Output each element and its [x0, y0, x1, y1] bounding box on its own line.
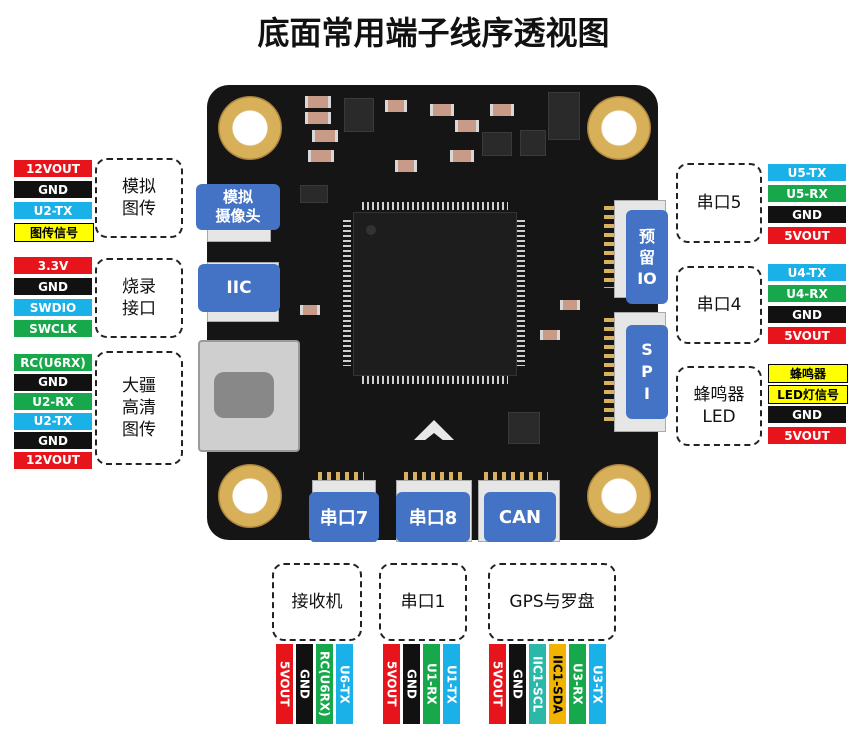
connector-pins — [604, 318, 614, 426]
mcu-pins-bottom — [362, 376, 508, 384]
mcu-pins-top — [362, 202, 508, 210]
label-analog-camera: 模拟 摄像头 — [196, 184, 280, 230]
label-iic: IIC — [198, 264, 280, 312]
usb-slot — [214, 372, 274, 418]
pin-tag-dji_hd: U2-RX — [14, 393, 92, 410]
label-can: CAN — [484, 492, 556, 542]
pin-tag-dji_hd: U2-TX — [14, 412, 92, 430]
pin-tag-uart4: U4-RX — [768, 285, 846, 302]
pin-tag-flash: 3.3V — [14, 257, 92, 274]
smd-component — [395, 160, 417, 172]
pin-tag-buzzer: LED灯信号 — [768, 385, 848, 404]
mount-hole-bottom-right — [587, 464, 651, 528]
pin-tag-dji_hd: GND — [14, 373, 92, 391]
pin-tag-receiver: 5VOUT — [276, 644, 293, 724]
pin-tag-uart5: GND — [768, 206, 846, 223]
mcu-chip — [353, 212, 517, 376]
pin-tag-analog_vtx: GND — [14, 181, 92, 198]
connector-pins — [484, 472, 548, 482]
pin-tag-dji_hd: GND — [14, 432, 92, 449]
smd-component — [308, 150, 334, 162]
pin-tag-analog_vtx: U2-TX — [14, 202, 92, 219]
mcu-pins-left — [343, 220, 351, 366]
mount-hole-bottom-left — [218, 464, 282, 528]
smd-component — [560, 300, 580, 310]
pin-tag-analog_vtx: 图传信号 — [14, 223, 94, 242]
small-chip — [482, 132, 512, 156]
pin-tag-uart1: U1-TX — [443, 644, 460, 724]
group-gps-compass: GPS与罗盘 — [488, 563, 616, 641]
pin-tag-dji_hd: 12VOUT — [14, 451, 92, 469]
pin-tag-gps: U3-TX — [589, 644, 606, 724]
pin-tag-uart1: 5VOUT — [383, 644, 400, 724]
smd-component — [455, 120, 479, 132]
pin-tag-uart5: U5-TX — [768, 164, 846, 181]
connector-pins — [604, 206, 614, 288]
page-title: 底面常用端子线序透视图 — [257, 14, 610, 52]
small-chip — [548, 92, 580, 140]
pin-tag-gps: GND — [509, 644, 526, 724]
group-analog-vtx: 模拟 图传 — [95, 158, 183, 238]
pin-tag-uart5: U5-RX — [768, 185, 846, 202]
pin-tag-flash: SWCLK — [14, 320, 92, 337]
usb-c-port — [198, 340, 300, 452]
label-uart7: 串口7 — [309, 492, 379, 542]
smd-component — [490, 104, 514, 116]
small-chip — [508, 412, 540, 444]
mcu-pin1-dot — [366, 225, 376, 235]
small-chip — [520, 130, 546, 156]
pin-tag-uart5: 5VOUT — [768, 227, 846, 244]
group-uart5: 串口5 — [676, 163, 762, 243]
mount-hole-top-left — [218, 96, 282, 160]
smd-component — [540, 330, 560, 340]
group-uart1: 串口1 — [379, 563, 467, 641]
pin-tag-uart1: U1-RX — [423, 644, 440, 724]
smd-component — [305, 96, 331, 108]
connector-pins — [404, 472, 464, 482]
pin-tag-flash: SWDIO — [14, 299, 92, 316]
group-uart4: 串口4 — [676, 266, 762, 344]
group-receiver: 接收机 — [272, 563, 362, 641]
small-chip — [344, 98, 374, 132]
pin-tag-gps: IIC1-SCL — [529, 644, 546, 724]
pin-tag-uart4: U4-TX — [768, 264, 846, 281]
pin-tag-gps: U3-RX — [569, 644, 586, 724]
pin-tag-receiver: U6-TX — [336, 644, 353, 724]
smd-component — [430, 104, 454, 116]
smd-component — [450, 150, 474, 162]
pin-tag-gps: IIC1-SDA — [549, 644, 566, 724]
smd-component — [312, 130, 338, 142]
pin-tag-receiver: RC(U6RX) — [316, 644, 333, 724]
pin-tag-buzzer: 5VOUT — [768, 427, 846, 444]
mcu-pins-right — [517, 220, 525, 366]
mount-hole-top-right — [587, 96, 651, 160]
small-chip — [300, 185, 328, 203]
pin-tag-gps: 5VOUT — [489, 644, 506, 724]
smd-component — [385, 100, 407, 112]
pin-tag-receiver: GND — [296, 644, 313, 724]
label-reserved-io: 预 留 IO — [626, 210, 668, 304]
smd-component — [305, 112, 331, 124]
pin-tag-uart4: 5VOUT — [768, 327, 846, 344]
group-flash-port: 烧录 接口 — [95, 258, 183, 338]
pin-tag-uart1: GND — [403, 644, 420, 724]
group-dji-hd: 大疆 高清 图传 — [95, 351, 183, 465]
pin-tag-uart4: GND — [768, 306, 846, 323]
pin-tag-buzzer: GND — [768, 406, 846, 423]
smd-component — [300, 305, 320, 315]
connector-pins — [318, 472, 364, 482]
label-spi: S P I — [626, 325, 668, 419]
orientation-arrow-notch — [424, 433, 444, 441]
pin-tag-analog_vtx: 12VOUT — [14, 160, 92, 177]
pin-tag-flash: GND — [14, 278, 92, 295]
label-uart8: 串口8 — [396, 492, 470, 542]
pin-tag-dji_hd: RC(U6RX) — [14, 354, 92, 371]
group-buzzer-led: 蜂鸣器 LED — [676, 366, 762, 446]
pin-tag-buzzer: 蜂鸣器 — [768, 364, 848, 383]
